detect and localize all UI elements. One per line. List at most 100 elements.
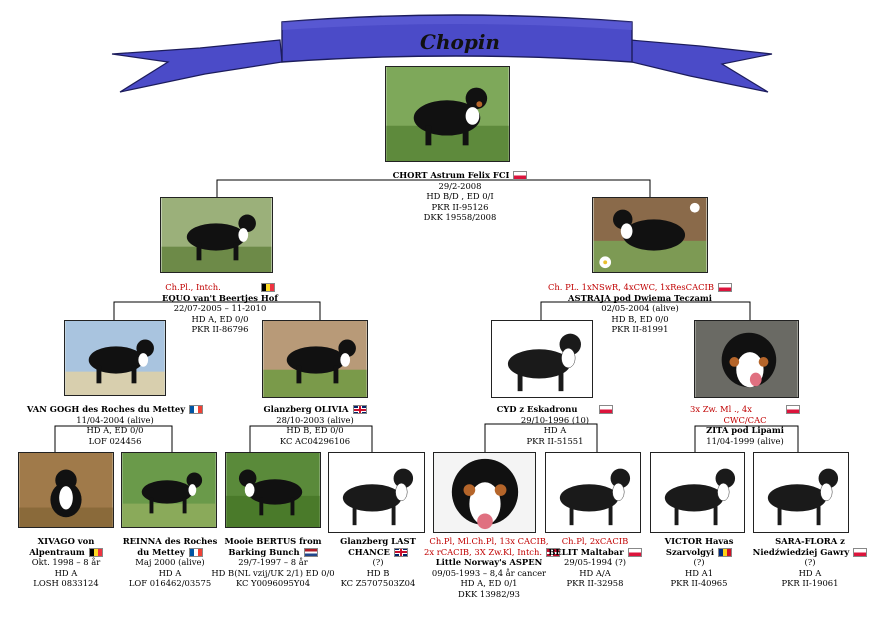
- gp1-name: VAN GOGH des Roches du Mettey: [26, 404, 186, 414]
- dam-info: Ch. PL. 1xNSwR, 4xCWC, 1xResCACIB ASTRAJ…: [540, 282, 740, 335]
- ggp3-health: HD B(NL vzij/UK 2/1) ED 0/0: [211, 567, 335, 578]
- dam-health: HD B, ED 0/0: [611, 313, 669, 324]
- ggp7-reg: PKR II-40965: [670, 578, 728, 589]
- ggp7-name-2: Szarvolgyi: [665, 546, 715, 557]
- gp4-birth: 11/04-1999 (alive): [706, 435, 784, 446]
- ggp3-name-1: Mooie BERTUS from: [224, 536, 322, 546]
- ggp1-health: HD A: [54, 567, 78, 578]
- ggp6-titles: Ch.Pl, 2xCACIB: [561, 536, 629, 546]
- ggp6-info: Ch.Pl, 2xCACIB BELIT Maltabar 29/05-1994…: [545, 536, 645, 589]
- denmark-flag-icon: [546, 547, 561, 557]
- ggp3-name-2: Barking Bunch: [228, 546, 300, 557]
- sire-health: HD A, ED 0/0: [191, 313, 249, 324]
- poland-flag-icon: [786, 405, 800, 414]
- dam-name: ASTRAJA pod Dwiema Teczami: [568, 292, 712, 303]
- ggp4-name-2: CHANCE: [348, 546, 390, 557]
- dam-photo: [592, 197, 708, 273]
- ggp1-birth: Okt. 1998 – 8 år: [31, 557, 101, 568]
- ggp5-info: Ch.Pl, Ml.Ch.Pl, 13x CACIB, 2x rCACIB, 3…: [424, 536, 561, 600]
- dam-reg: PKR II-81991: [611, 324, 669, 335]
- ggp8-reg: PKR II-19061: [781, 578, 839, 589]
- gp1-birth: 11/04-2004 (alive): [76, 414, 154, 425]
- subject-info: CHORT Astrum Felix FCI 29/2-2008 HD B/D …: [360, 170, 560, 223]
- ggp5-name: Little Norway's ASPEN: [435, 557, 543, 568]
- ggp4-photo: [328, 452, 425, 533]
- ggp2-reg: LOF 016462/03575: [128, 578, 212, 589]
- ggp1-reg: LOSH 0833124: [33, 578, 99, 589]
- uk-flag-icon: [393, 547, 408, 557]
- ggp2-photo: [121, 452, 217, 528]
- gp3-photo: [491, 320, 593, 398]
- poland-flag-icon: [853, 547, 868, 557]
- sire-name: EQUO van't Beertjes Hof: [161, 292, 279, 303]
- gp2-birth: 28/10-2003 (alive): [276, 414, 354, 425]
- subject-reg-dkk: DKK 19558/2008: [423, 212, 497, 223]
- subject-health: HD B/D , ED 0/I: [426, 191, 494, 202]
- gp2-reg: KC AC04296106: [279, 435, 351, 446]
- ggp8-name-1: SARA-FLORA z: [775, 536, 845, 546]
- ggp5-reg: DKK 13982/93: [457, 588, 520, 599]
- ggp7-photo: [650, 452, 745, 533]
- gp1-reg: LOF 024456: [88, 435, 142, 446]
- ggp4-info: Glanzberg LAST CHANCE (?) HD B KC Z57075…: [322, 536, 434, 589]
- ggp6-health: HD A/A: [579, 567, 611, 578]
- ggp6-name: BELIT Maltabar: [548, 546, 624, 557]
- gp4-info: 3x Zw. Ml ., 4x CWC/CAC ZITA pod Lipami …: [670, 404, 820, 446]
- ggp1-info: XIVAGO von Alpentraum Okt. 1998 – 8 år H…: [10, 536, 122, 589]
- poland-flag-icon: [627, 547, 642, 557]
- gp4-photo: [694, 320, 799, 398]
- page-title: Chopin: [420, 30, 500, 54]
- sire-reg: PKR II-86796: [191, 324, 249, 335]
- ggp3-birth: 29/7-1997 – 8 år: [238, 557, 308, 568]
- gp3-name: CYD z Eskadronu: [496, 404, 578, 414]
- poland-flag-icon: [513, 171, 528, 180]
- gp1-info: VAN GOGH des Roches du Mettey 11/04-2004…: [20, 404, 210, 446]
- sire-birth: 22/07-2005 – 11-2010: [173, 303, 267, 314]
- ggp7-name-1: VICTOR Havas: [664, 536, 734, 546]
- ggp8-health: HD A: [798, 567, 822, 578]
- gp2-health: HD B, ED 0/0: [286, 425, 344, 436]
- gp3-health: HD A: [543, 425, 567, 436]
- ggp1-photo: [18, 452, 114, 528]
- netherlands-flag-icon: [303, 547, 318, 557]
- sire-photo: [160, 197, 273, 273]
- gp3-birth: 29/10-1996 (10): [520, 414, 590, 425]
- gp3-reg: PKR II-51551: [526, 435, 584, 446]
- gp2-photo: [262, 320, 368, 398]
- ggp8-birth: (?): [804, 557, 816, 568]
- ggp4-name-1: Glanzberg LAST: [340, 536, 416, 546]
- poland-flag-icon: [599, 405, 614, 414]
- france-flag-icon: [189, 405, 204, 414]
- gp1-photo: [64, 320, 166, 396]
- subject-birth: 29/2-2008: [438, 180, 482, 191]
- dam-birth: 02/05-2004 (alive): [601, 303, 679, 314]
- dam-titles: Ch. PL. 1xNSwR, 4xCWC, 1xResCACIB: [547, 282, 714, 292]
- ggp7-health: HD A1: [684, 567, 714, 578]
- sire-titles: Ch.Pl., Intch.: [165, 282, 221, 292]
- poland-flag-icon: [718, 283, 732, 292]
- ggp2-birth: Maj 2000 (alive): [135, 557, 205, 568]
- ggp7-info: VICTOR Havas Szarvolgyi (?) HD A1 PKR II…: [644, 536, 754, 589]
- ggp3-info: Mooie BERTUS from Barking Bunch 29/7-199…: [208, 536, 338, 589]
- ggp8-info: SARA-FLORA z Niedźwiedziej Gawry (?) HD …: [748, 536, 872, 589]
- ggp4-birth: (?): [372, 557, 384, 568]
- gp2-name: Glanzberg OLIVIA: [263, 404, 349, 414]
- gp1-health: HD A, ED 0/0: [86, 425, 144, 436]
- ggp6-photo: [545, 452, 641, 533]
- uk-flag-icon: [352, 405, 367, 414]
- ggp1-name-2: Alpentraum: [29, 546, 85, 557]
- gp2-info: Glanzberg OLIVIA 28/10-2003 (alive) HD B…: [230, 404, 400, 446]
- ggp5-health: HD A, ED 0/1: [460, 578, 518, 589]
- ggp2-info: REINNA des Roches du Mettey Maj 2000 (al…: [114, 536, 226, 589]
- ggp5-birth: 09/05-1993 – 8,4 år cancer: [431, 567, 547, 578]
- france-flag-icon: [188, 547, 203, 557]
- ggp4-health: HD B: [366, 567, 390, 578]
- subject-reg-pkr: PKR II-95126: [431, 201, 489, 212]
- ggp2-name-2: du Mettey: [137, 546, 185, 557]
- ggp5-titles-2: 2x rCACIB, 3X Zw.Kl, Intch.: [424, 546, 543, 557]
- ggp3-photo: [225, 452, 321, 528]
- ggp6-birth: 29/05-1994 (?): [564, 557, 626, 568]
- ggp8-name-2: Niedźwiedziej Gawry: [752, 546, 850, 557]
